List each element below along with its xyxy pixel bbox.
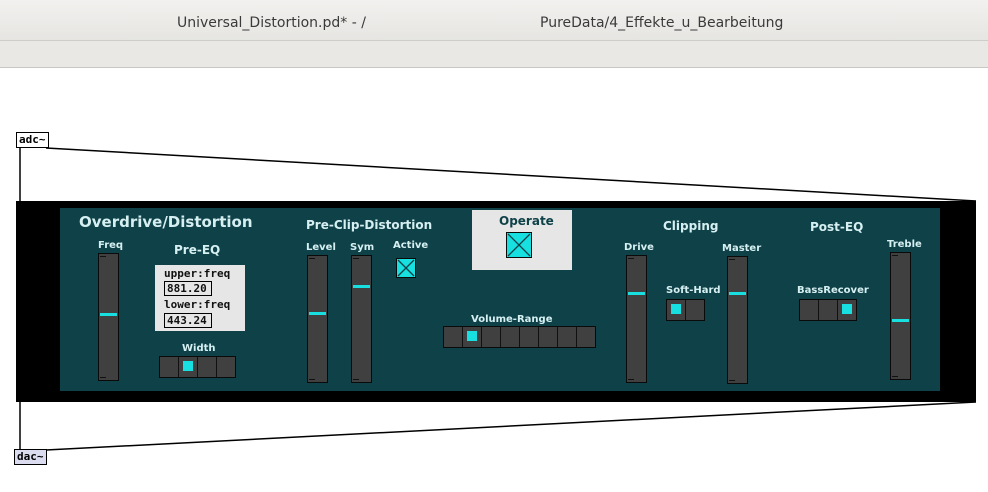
cord-adc-right: [45, 147, 977, 202]
drive-slider-knob[interactable]: [628, 292, 645, 295]
level-slider[interactable]: [307, 255, 328, 383]
volume-radio-cell[interactable]: [482, 327, 501, 347]
freq-slider-knob[interactable]: [100, 313, 117, 316]
volume-range-label: Volume-Range: [471, 314, 553, 325]
softhard-radio[interactable]: [666, 299, 705, 321]
level-label: Level: [306, 242, 336, 253]
pre-eq-title: Pre-EQ: [174, 243, 221, 257]
active-toggle-x-icon: [397, 259, 415, 277]
volume-radio-cell[interactable]: [558, 327, 577, 347]
bass-radio-cell[interactable]: [800, 300, 819, 320]
dac-object[interactable]: dac~: [14, 449, 47, 465]
width-label: Width: [182, 343, 216, 354]
width-radio-cell[interactable]: [179, 357, 198, 377]
sym-label: Sym: [350, 242, 375, 253]
volume-radio-cell[interactable]: [444, 327, 463, 347]
width-radio-cell[interactable]: [217, 357, 235, 377]
upper-freq-label: upper:freq: [164, 267, 231, 280]
window-titlebar: Universal_Distortion.pd* - / PureData/4_…: [0, 0, 988, 41]
treble-label: Treble: [887, 239, 922, 250]
active-label: Active: [393, 240, 429, 251]
width-radio-cell[interactable]: [160, 357, 179, 377]
volume-radio-cell[interactable]: [539, 327, 558, 347]
width-radio-cell[interactable]: [198, 357, 217, 377]
pre-eq-freq-box: upper:freq 881.20 lower:freq 443.24: [155, 265, 245, 331]
bassrecover-label: BassRecover: [797, 285, 869, 296]
master-slider[interactable]: [727, 256, 748, 384]
width-radio[interactable]: [159, 356, 236, 378]
operate-label: Operate: [499, 214, 554, 228]
treble-slider[interactable]: [890, 252, 911, 380]
volume-radio-cell[interactable]: [463, 327, 482, 347]
freq-label: Freq: [98, 240, 124, 251]
active-toggle[interactable]: [396, 258, 416, 278]
post-eq-title: Post-EQ: [810, 220, 864, 234]
softhard-radio-cell[interactable]: [667, 300, 686, 320]
softhard-radio-cell[interactable]: [686, 300, 704, 320]
clipping-title: Clipping: [663, 219, 719, 233]
panel-title: Overdrive/Distortion: [79, 213, 253, 231]
distortion-panel: Overdrive/Distortion Freq Pre-EQ upper:f…: [60, 208, 940, 391]
sym-slider-knob[interactable]: [353, 285, 370, 288]
window-title-path: PureData/4_Effekte_u_Bearbeitung: [540, 15, 784, 31]
lower-freq-label: lower:freq: [164, 298, 231, 311]
pre-clip-title: Pre-Clip-Distortion: [306, 218, 433, 232]
upper-freq-number[interactable]: 881.20: [164, 281, 212, 296]
menu-bar: [0, 41, 988, 68]
level-slider-knob[interactable]: [309, 312, 326, 315]
bass-radio-cell[interactable]: [838, 300, 856, 320]
volume-radio-cell[interactable]: [577, 327, 595, 347]
lower-freq-number[interactable]: 443.24: [164, 313, 212, 328]
volume-range-radio[interactable]: [443, 326, 596, 348]
drive-label: Drive: [624, 242, 654, 253]
adc-object[interactable]: adc~: [16, 132, 49, 148]
treble-slider-knob[interactable]: [892, 319, 909, 322]
softhard-label: Soft-Hard: [666, 285, 721, 296]
freq-slider[interactable]: [98, 253, 119, 381]
volume-radio-cell[interactable]: [501, 327, 520, 347]
window-title-file: Universal_Distortion.pd* - /: [177, 15, 366, 31]
bassrecover-radio[interactable]: [799, 299, 857, 321]
master-slider-knob[interactable]: [729, 292, 746, 295]
volume-radio-cell[interactable]: [520, 327, 539, 347]
operate-box: Operate: [472, 210, 572, 270]
master-label: Master: [722, 243, 762, 254]
cord-dac-right: [45, 401, 977, 451]
bass-radio-cell[interactable]: [819, 300, 838, 320]
sym-slider[interactable]: [351, 255, 372, 383]
drive-slider[interactable]: [626, 255, 647, 383]
operate-toggle[interactable]: [506, 232, 532, 258]
operate-toggle-x-icon: [507, 233, 531, 257]
